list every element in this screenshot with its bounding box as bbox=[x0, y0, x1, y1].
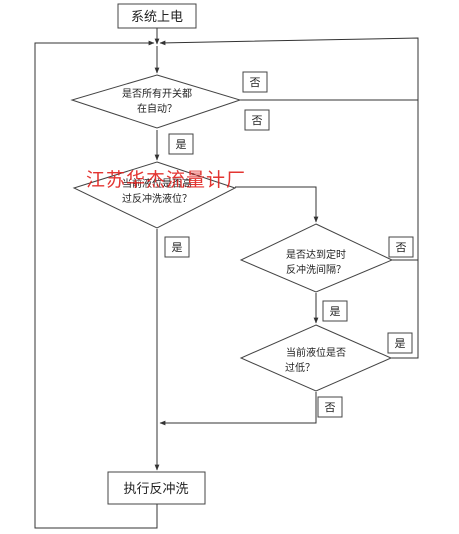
branch-label-d4-yes: 是 bbox=[387, 332, 413, 354]
decision-auto-switches-line1: 是否所有开关都 bbox=[122, 87, 192, 100]
connectors bbox=[34, 28, 419, 529]
svg-text:否: 否 bbox=[252, 114, 263, 127]
start-node: 系统上电 bbox=[117, 3, 197, 29]
decision-auto-switches: 是否所有开关都 在自动？ bbox=[70, 74, 242, 129]
branch-label-d4-no: 否 bbox=[317, 396, 343, 418]
decision-level-high-line2: 过反冲洗液位？ bbox=[122, 192, 192, 205]
branch-label-d3-no: 否 bbox=[388, 236, 414, 258]
decision-level-high-line1: 当前液位是否高 bbox=[122, 177, 192, 190]
watermark-text: 江苏华杰流量计厂 bbox=[86, 169, 247, 191]
action-backwash-label: 执行反冲洗 bbox=[123, 482, 188, 497]
action-backwash-node: 执行反冲洗 bbox=[107, 471, 206, 505]
svg-text:是: 是 bbox=[395, 337, 406, 350]
edge-d4-no-to-action bbox=[159, 392, 317, 426]
branch-label-d1-yes: 是 bbox=[168, 133, 194, 155]
decision-timer-interval-line2: 反冲洗间隔？ bbox=[286, 263, 346, 276]
decision-auto-switches-line2: 在自动？ bbox=[137, 102, 177, 115]
edge-d2-no-to-d3 bbox=[235, 186, 319, 223]
svg-text:否: 否 bbox=[325, 401, 336, 414]
decision-timer-interval: 是否达到定时 反冲洗间隔？ bbox=[239, 223, 394, 293]
edge-action-loop-back bbox=[34, 40, 158, 529]
edge-d4-yes-return bbox=[391, 100, 419, 359]
svg-text:否: 否 bbox=[396, 241, 407, 254]
svg-text:是: 是 bbox=[176, 138, 187, 151]
branch-label-d2-yes: 是 bbox=[164, 236, 190, 258]
start-node-label: 系统上电 bbox=[131, 10, 183, 25]
branch-label-d1-no-a: 否 bbox=[242, 71, 268, 93]
decision-level-high: 当前液位是否高 过反冲洗液位？ bbox=[72, 161, 237, 229]
svg-text:是: 是 bbox=[172, 241, 183, 254]
decision-timer-interval-line1: 是否达到定时 bbox=[286, 248, 346, 261]
edge-d1-no-return bbox=[159, 37, 419, 101]
branch-label-d3-yes: 是 bbox=[322, 300, 348, 322]
decision-level-low-line2: 过低？ bbox=[285, 361, 315, 374]
branch-label-d1-no-b: 否 bbox=[244, 109, 270, 131]
svg-text:否: 否 bbox=[250, 76, 261, 89]
decision-level-low: 当前液位是否 过低？ bbox=[239, 324, 393, 392]
decision-level-low-line1: 当前液位是否 bbox=[286, 346, 346, 359]
svg-text:是: 是 bbox=[330, 305, 341, 318]
